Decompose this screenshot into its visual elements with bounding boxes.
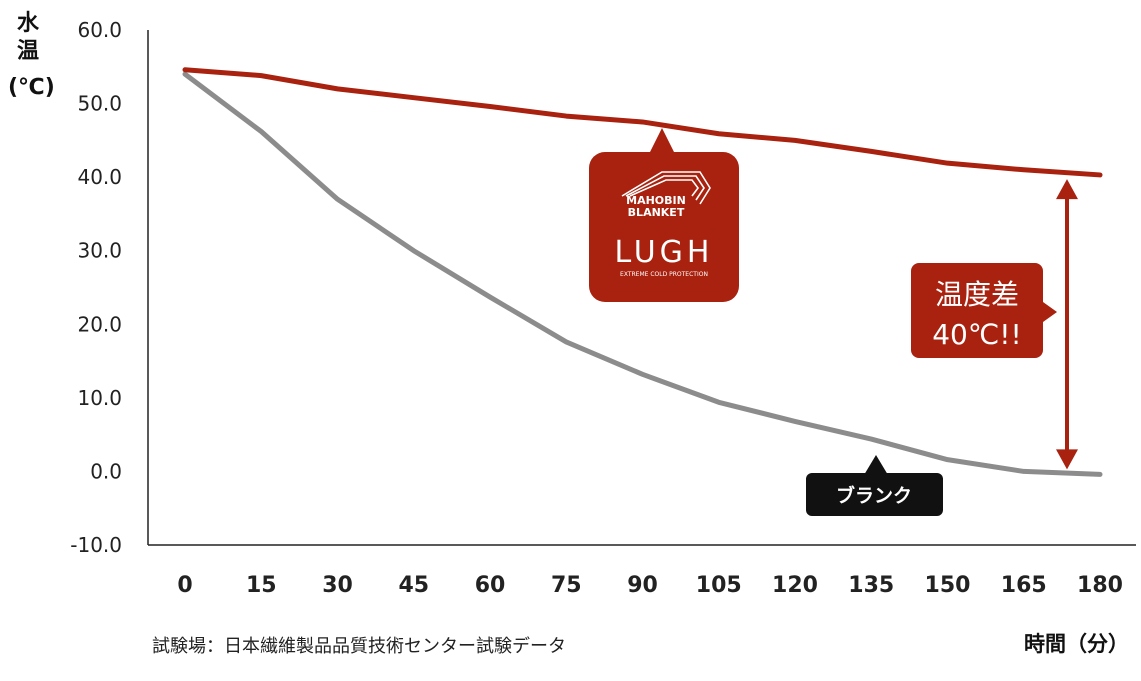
x-axis-label: 時間（分） [1024, 632, 1129, 656]
x-tick-label: 30 [322, 573, 353, 598]
x-tick-label: 120 [772, 573, 818, 598]
series-layer [182, 67, 1103, 477]
logo-line2: BLANKET [628, 206, 685, 219]
difference-label-line2: 40℃!! [932, 318, 1022, 351]
difference-callout-pointer [1043, 302, 1057, 322]
y-axis-label: 水 温 (℃) [8, 10, 55, 102]
difference-arrow-head-top [1056, 179, 1078, 200]
y-tick-label: 30.0 [77, 239, 122, 263]
x-tick-label: 90 [627, 573, 658, 598]
y-tick-label: 0.0 [90, 459, 122, 483]
logo-callout-box [589, 152, 739, 302]
blank-callout-box [806, 473, 943, 516]
logo-mark-icon [621, 171, 711, 205]
x-tick-label: 60 [475, 573, 506, 598]
blank-callout-pointer [864, 455, 888, 475]
logo-line1: MAHOBIN [626, 194, 686, 207]
y-tick-label: -10.0 [70, 533, 122, 557]
series-line-lugh [182, 67, 1103, 178]
y-axis-label-line: 温 [16, 39, 39, 64]
difference-label-line1: 温度差 [935, 278, 1019, 311]
x-tick-label: 105 [696, 573, 742, 598]
y-tick-label: 60.0 [77, 18, 122, 42]
x-tick-label: 15 [246, 573, 277, 598]
logo-brand: LUGH [615, 235, 714, 270]
y-tick-label: 10.0 [77, 386, 122, 410]
x-tick-label: 0 [177, 573, 192, 598]
x-axis-ticks: 0 15 30 45 60 75 90 105 120 135 150 165 180 [177, 573, 1123, 598]
difference-arrow-head-bottom [1056, 449, 1078, 470]
source-footnote: 試験場：日本繊維製品品質技術センター試験データ [152, 636, 566, 657]
blank-callout: ブランク [806, 455, 943, 516]
y-tick-label: 40.0 [77, 165, 122, 189]
y-axis-label-line: (℃) [8, 75, 55, 100]
series-line-blank [182, 71, 1103, 477]
y-axis-label-line: 水 [16, 11, 39, 36]
blank-label: ブランク [836, 484, 912, 507]
x-tick-label: 180 [1077, 573, 1123, 598]
x-tick-label: 45 [398, 573, 429, 598]
logo-tagline: EXTREME COLD PROTECTION [620, 271, 708, 278]
difference-arrow [1056, 179, 1078, 470]
y-axis-ticks: 60.0 50.0 40.0 30.0 20.0 10.0 0.0 -10.0 [70, 18, 122, 557]
y-tick-label: 20.0 [77, 312, 122, 336]
x-tick-label: 135 [848, 573, 894, 598]
difference-callout-box [911, 263, 1043, 358]
y-tick-label: 50.0 [77, 92, 122, 116]
x-tick-label: 165 [1001, 573, 1047, 598]
x-tick-label: 150 [925, 573, 971, 598]
lugh-logo-callout: MAHOBIN BLANKET LUGH EXTREME COLD PROTEC… [589, 128, 739, 302]
logo-callout-pointer [650, 128, 674, 152]
difference-callout: 温度差 40℃!! [911, 263, 1057, 358]
x-tick-label: 75 [551, 573, 582, 598]
